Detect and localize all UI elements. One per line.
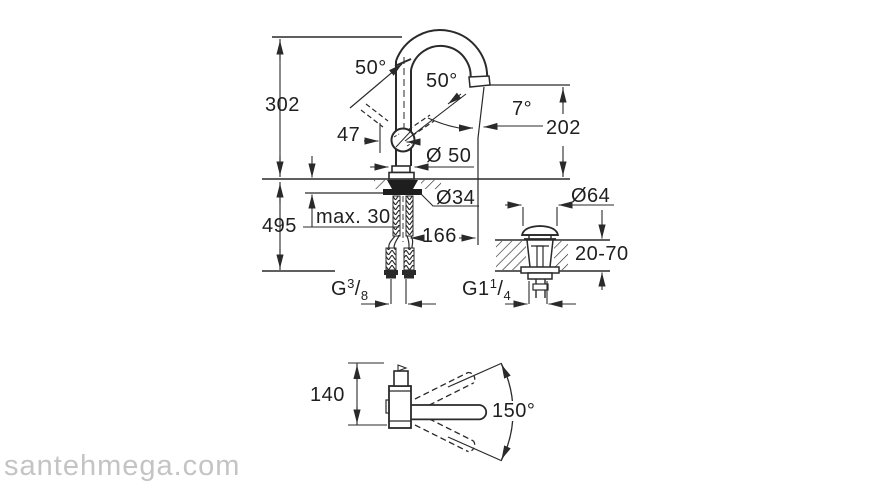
g114-slash: / [497,278,504,300]
lever-position-right-dashed [407,114,435,137]
hose-stud-left [385,247,397,271]
drain-locknut [520,266,560,274]
popup-dome-cap [520,225,560,236]
label-dim-d34: Ø34 [436,187,476,209]
label-dim-140: 140 [310,384,345,406]
swivel-extension-lines [447,362,502,462]
reference-lines [262,36,570,272]
lever-plan-flag [397,364,408,372]
dim-7-arc-tail [427,117,460,129]
ball-joint-mark [395,131,411,148]
deck-hatch-left [496,241,526,270]
dim-d64-extensions [522,207,558,226]
lever-position-left-dashed [360,103,389,128]
base-neck [391,165,411,174]
label-dim-d64: Ø64 [571,185,611,207]
aerator-face [468,75,491,88]
dim-140-extensions [348,362,387,426]
spout-inner-arc [410,44,472,83]
hose-stud-right [403,247,415,271]
dimension-lines [276,39,614,426]
label-thread-g38: G3/8 [331,276,369,302]
mounting-plate [383,189,422,195]
swivel-spout-upper-dashed [414,371,474,411]
g114-numerator: 1 [489,276,498,291]
watermark: santehmega.com [4,450,241,482]
drain-body-walls [526,239,554,268]
g38-prefix: G [331,278,348,300]
g38-numerator: 3 [347,276,355,291]
g114-denominator: 4 [503,288,512,303]
spout-plan-outline [405,404,488,421]
label-thread-g114: G11/4 [462,276,511,302]
label-dim-47: 47 [337,124,361,146]
counter-hatch-right [421,180,441,189]
hose-cap-right [402,270,416,275]
dim-d34-leader [419,192,479,207]
g38-denominator: 8 [360,288,369,303]
dim-g38-extensions [390,279,407,304]
body-plan-outline [388,385,412,429]
g38-slash: / [354,278,361,300]
swivel-arc-arrow-bottom [501,445,511,460]
label-angle-150: 150° [489,401,539,421]
drain-washer [527,272,553,280]
label-dim-166: 166 [422,225,457,247]
lever-plan [393,370,409,387]
label-angle-7: 7° [512,98,533,120]
hose-cap-left-tip [386,275,396,279]
water-outlet-line [477,86,485,245]
drain-cross-section [495,225,610,298]
popup-rod [536,245,544,268]
drain-tail-nub [532,283,549,291]
dim-50-left-leader [349,63,403,109]
threaded-shank-right [405,195,414,237]
dim-7-arrow-left [483,122,498,131]
hose-cap-left [384,270,398,275]
counter-hatch-left [374,180,385,189]
label-dim-495: 495 [262,215,297,237]
label-dim-d50: Ø 50 [426,145,472,167]
mounting-hardware [374,180,441,279]
dim-50-right-axis [404,93,467,142]
deck-hatch-right [554,241,568,270]
spout-outer-arc [395,29,489,82]
threaded-shank-left [392,195,401,237]
label-dim-202: 202 [543,118,584,138]
hose-cap-right-tip [404,275,414,279]
label-dim-302: 302 [265,94,300,116]
mounting-cone [387,180,418,189]
body-plan-lines [389,390,411,422]
label-angle-50-right: 50° [426,70,458,92]
dim-50-right-arrow [447,92,462,105]
g114-prefix: G1 [462,278,490,300]
body-plan-bump [385,399,390,414]
hose-left [388,235,400,249]
label-dim-2070: 20-70 [575,243,629,265]
label-angle-50-left: 50° [355,57,387,79]
label-dim-max30: max. 30 [316,206,391,228]
swivel-top-view [385,362,514,462]
base-flange [388,171,415,180]
swivel-arc-arrow-top [501,364,511,379]
